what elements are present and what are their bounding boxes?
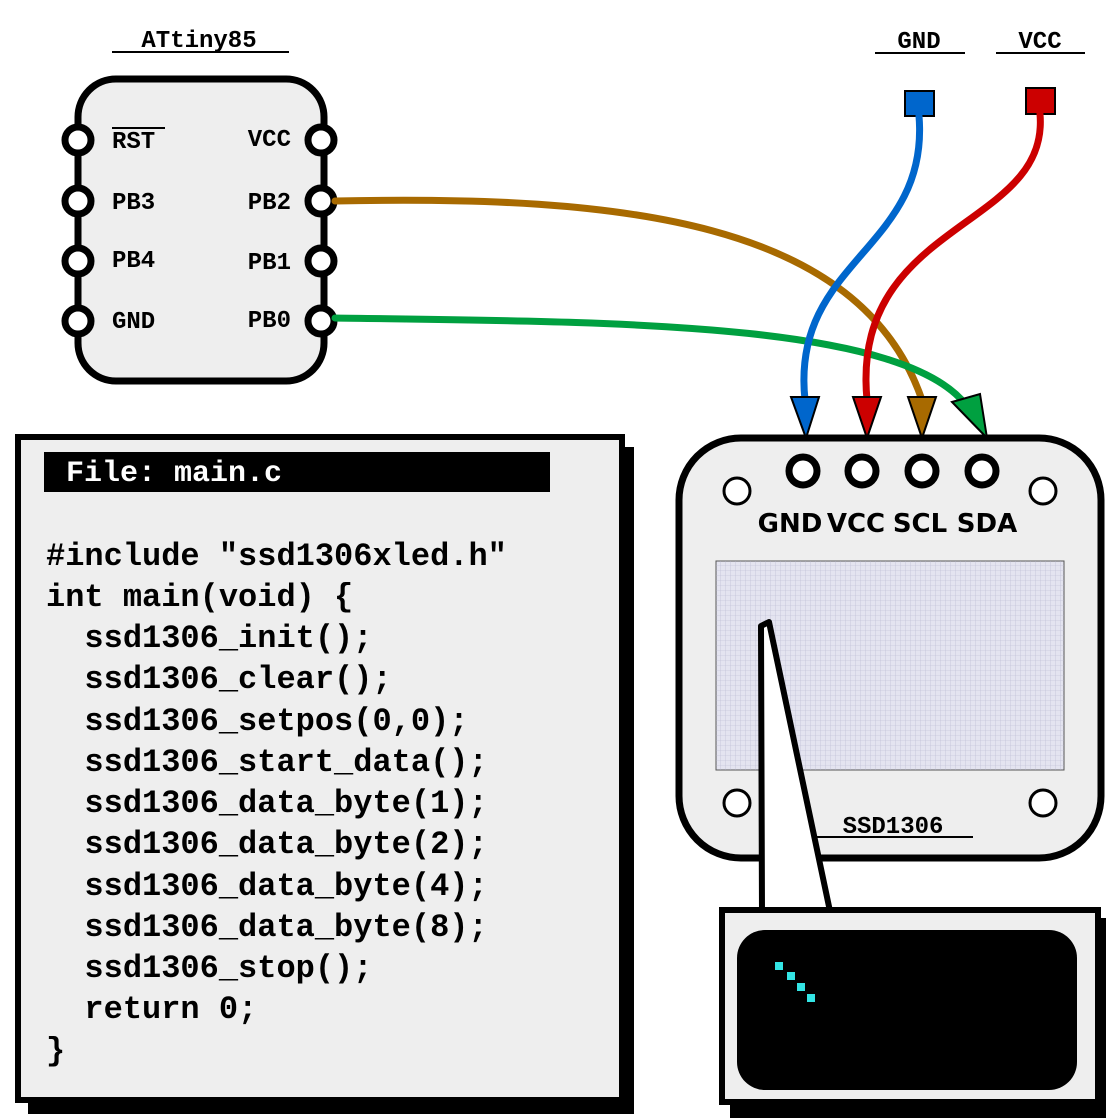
mount-hole-bottom-left (722, 788, 752, 818)
pin-pb1[interactable] (304, 244, 338, 278)
lit-pixel-3 (797, 983, 805, 991)
code-line: #include "ssd1306xled.h" (46, 538, 507, 575)
lit-pixel-4 (807, 994, 815, 1002)
arrow-sda (950, 392, 989, 441)
pin-vcc[interactable] (304, 123, 338, 157)
oled-module: GND VCC SCL SDA SSD1306 (675, 434, 1105, 862)
oled-label-gnd: GND (758, 509, 823, 539)
code-line: } (46, 1033, 65, 1070)
zoom-callout (719, 619, 1106, 1118)
mount-hole-top-right (1028, 476, 1058, 506)
code-line: ssd1306_setpos(0,0); (46, 703, 468, 740)
lit-pixel-2 (787, 972, 795, 980)
code-line: ssd1306_data_byte(2); (46, 826, 488, 863)
wires (331, 87, 1056, 442)
arrow-vcc (851, 396, 883, 442)
attiny85-chip: ATtiny85 RST PB3 PB4 GND VCC PB2 PB1 PB0 (61, 28, 338, 385)
code-filename-bar (44, 452, 550, 492)
pin-pb0[interactable] (304, 304, 338, 338)
pin-label-rst: RST (112, 129, 155, 156)
pin-pb4[interactable] (61, 244, 95, 278)
code-line: ssd1306_init(); (46, 620, 372, 657)
code-line: ssd1306_clear(); (46, 661, 392, 698)
code-line: ssd1306_data_byte(4); (46, 868, 488, 905)
zoom-display (737, 930, 1077, 1090)
power-labels: GND VCC (875, 29, 1085, 56)
code-line: int main(void) { (46, 579, 353, 616)
oled-label-sda: SDA (957, 509, 1017, 539)
code-filename: File: main.c (66, 457, 282, 491)
oled-label-scl: SCL (893, 509, 947, 539)
oled-pin-scl[interactable] (904, 453, 940, 489)
pin-gnd[interactable] (61, 304, 95, 338)
vcc-supply-label: VCC (1018, 29, 1061, 56)
code-line: return 0; (46, 991, 257, 1028)
pin-label-pb1: PB1 (248, 250, 291, 277)
pin-label-pb4: PB4 (112, 248, 155, 275)
wire-scl (331, 196, 926, 404)
pin-label-gnd: GND (112, 309, 155, 336)
code-line: ssd1306_data_byte(1); (46, 785, 488, 822)
pin-label-pb0: PB0 (248, 308, 291, 335)
arrow-gnd (789, 396, 821, 442)
code-line: ssd1306_data_byte(8); (46, 909, 488, 946)
lit-pixel-1 (775, 962, 783, 970)
pin-pb2[interactable] (304, 184, 338, 218)
vcc-connector (1025, 87, 1056, 115)
mount-hole-top-left (722, 476, 752, 506)
oled-pin-sda[interactable] (964, 453, 1000, 489)
code-line: ssd1306_stop(); (46, 950, 372, 987)
pin-label-pb3: PB3 (112, 190, 155, 217)
code-panel: File: main.c #include "ssd1306xled.h" in… (15, 434, 634, 1114)
pin-label-pb2: PB2 (248, 190, 291, 217)
pin-label-vcc: VCC (248, 127, 291, 154)
chip-body (74, 75, 328, 385)
wire-vcc (862, 110, 1044, 404)
code-line: ssd1306_start_data(); (46, 744, 488, 781)
oled-pin-gnd[interactable] (785, 453, 821, 489)
oled-label-vcc: VCC (827, 509, 885, 539)
pin-pb3[interactable] (61, 184, 95, 218)
gnd-connector (904, 90, 935, 117)
gnd-supply-label: GND (897, 29, 940, 56)
chip-title: ATtiny85 (141, 28, 256, 55)
arrow-scl (906, 396, 938, 442)
code-panel-body (15, 434, 625, 1103)
mount-hole-bottom-right (1028, 788, 1058, 818)
oled-pin-vcc[interactable] (844, 453, 880, 489)
wire-gnd (800, 112, 924, 404)
pin-rst[interactable] (61, 123, 95, 157)
wire-sda (331, 314, 970, 409)
